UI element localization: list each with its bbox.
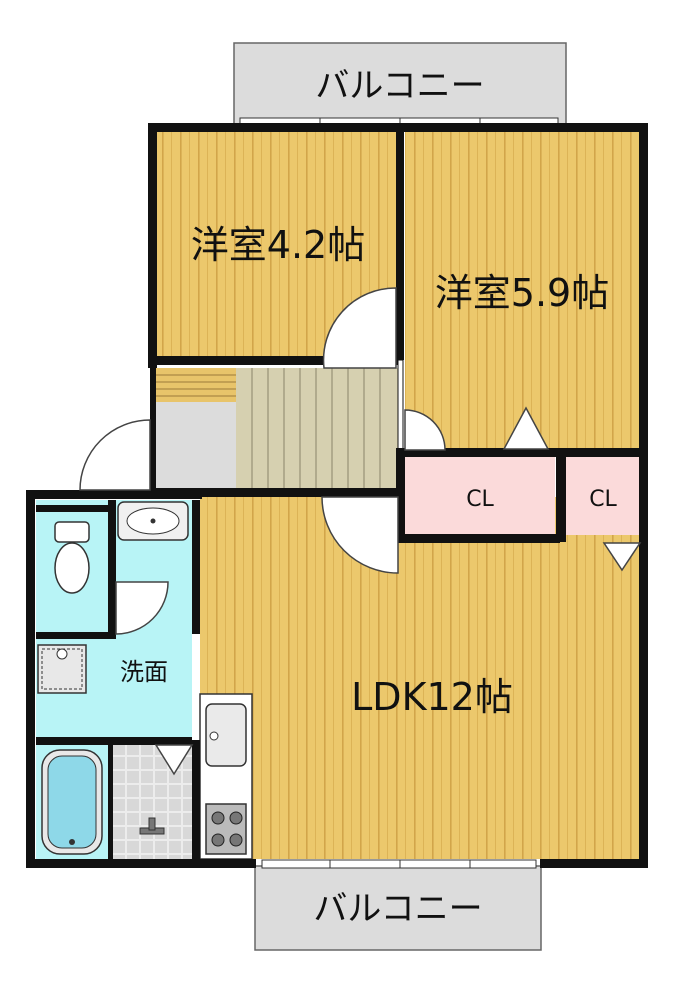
room-label-western-2: 洋室5.9帖 [435, 271, 609, 315]
balcony-bottom: バルコニー [254, 859, 542, 951]
ldk-floor [200, 497, 639, 859]
closet-label-2: CL [589, 487, 617, 512]
toilet-icon [54, 521, 90, 594]
balcony-top: バルコニー [233, 42, 567, 127]
washing-machine-icon [37, 644, 87, 694]
room-label-western-1: 洋室4.2帖 [191, 223, 365, 267]
room-label-washroom: 洗面 [120, 658, 168, 686]
stairs-landing [156, 368, 236, 402]
stove-icon [205, 803, 247, 855]
stairs-landing-steps [156, 374, 236, 397]
balcony-bottom-label: バルコニー [313, 889, 482, 929]
door-swings [79, 287, 642, 776]
balcony-top-label: バルコニー [315, 66, 484, 106]
bathtub-icon [41, 749, 103, 855]
closet-2 [566, 456, 640, 535]
closet-1 [405, 456, 555, 535]
kitchen-sink-icon [205, 703, 247, 767]
stairs [236, 368, 400, 490]
closet-label-1: CL [466, 487, 494, 512]
walls [26, 123, 648, 868]
faucet-icon [139, 817, 165, 835]
western-room-2-floor [405, 131, 639, 451]
room-label-ldk: LDK12帖 [351, 675, 513, 719]
stairs-treads [251, 368, 381, 490]
wash-basin-icon [117, 501, 189, 541]
